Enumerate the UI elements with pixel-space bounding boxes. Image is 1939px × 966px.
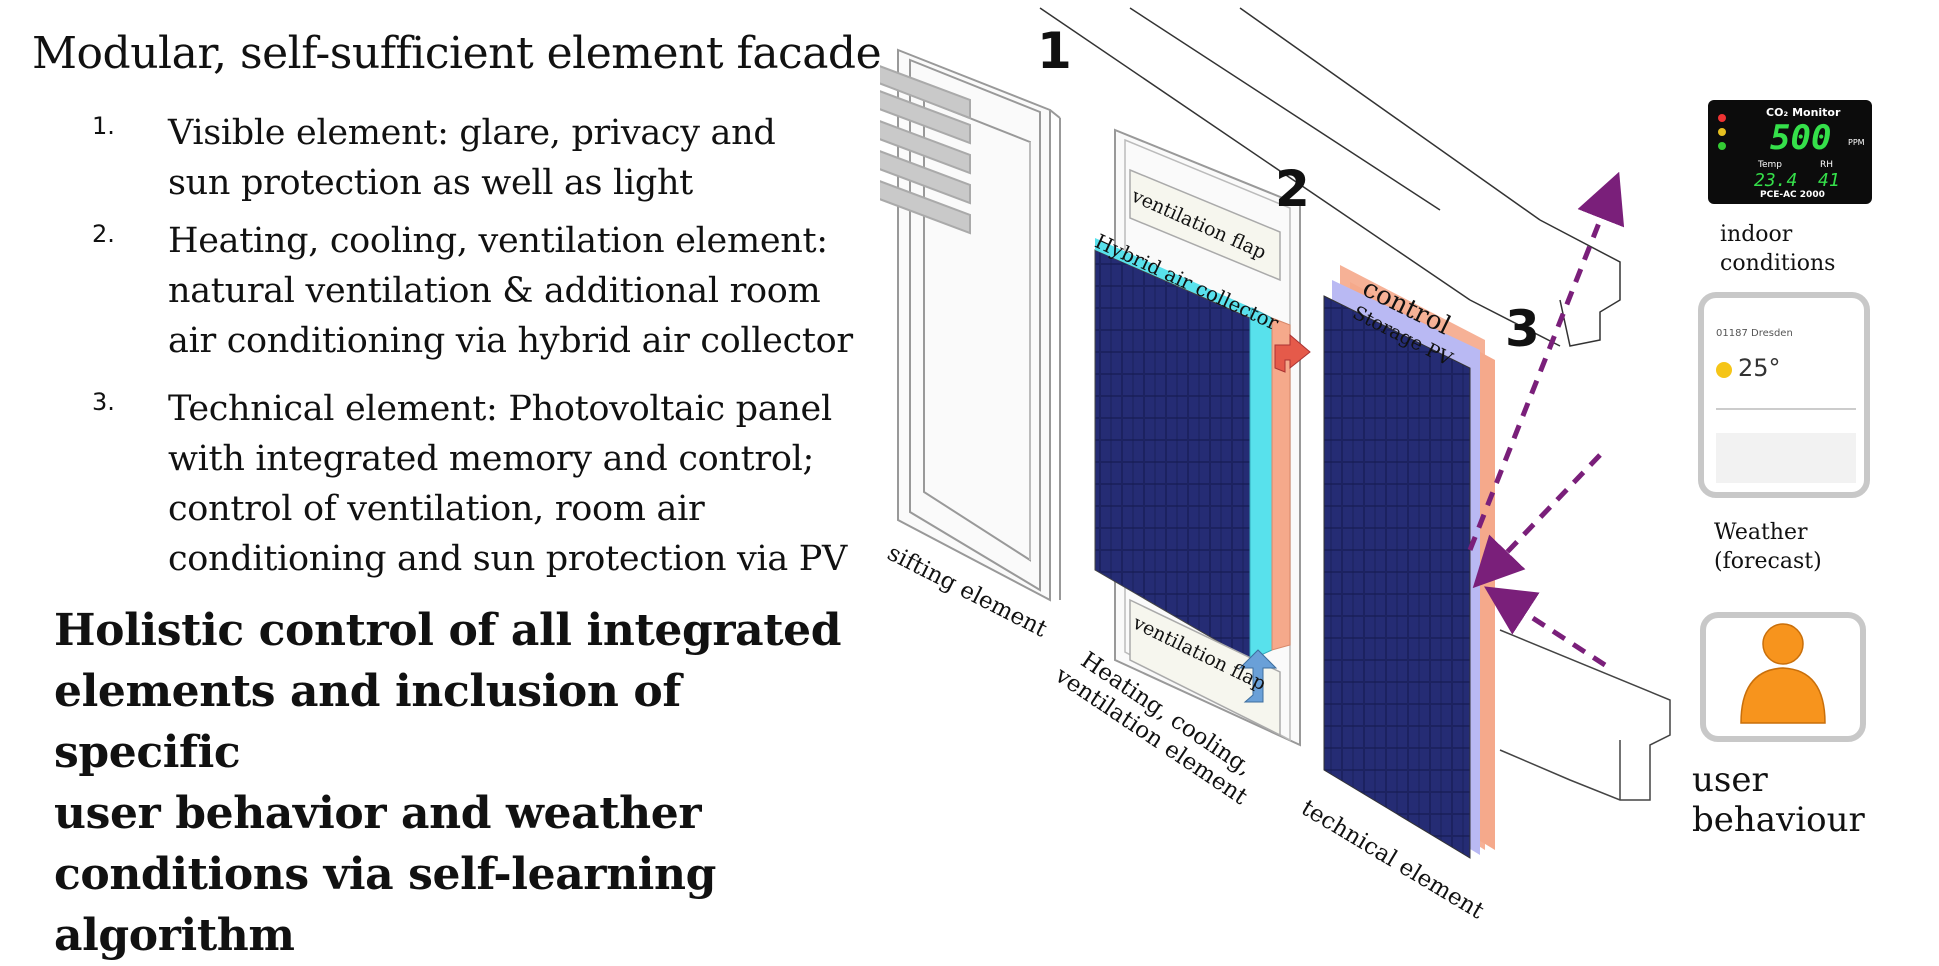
element-number-1: 1: [1037, 22, 1072, 80]
heating-element: [1094, 128, 1311, 747]
facade-illustration: [849, 7, 1671, 859]
arrow-user: [1484, 586, 1607, 668]
page-title: Modular, self-sufficient element facade: [32, 28, 882, 79]
facade-diagram: 1 2 3 sifting element Heating, cooling, …: [849, 0, 1939, 943]
status-led-icon: [1718, 114, 1726, 122]
user-label: user behaviour: [1692, 760, 1865, 840]
status-led-icon: [1718, 128, 1726, 136]
status-led-icon: [1718, 142, 1726, 150]
item-text: Technical element: Photovoltaic panel wi…: [168, 389, 848, 579]
summary-text: Holistic control of all integrated eleme…: [54, 605, 842, 961]
item-number: 1.: [92, 112, 115, 140]
rh-value: 41: [1818, 170, 1840, 191]
co2-monitor: CO₂ Monitor 500 PPM Temp RH 23.4 41 PCE-…: [1708, 100, 1872, 204]
arrow-indoor: [1467, 171, 1625, 551]
temp-value: 23.4: [1754, 170, 1798, 191]
item-text: Heating, cooling, ventilation element: n…: [168, 221, 853, 361]
co2-value: 500: [1770, 118, 1832, 158]
element-number-2: 2: [1275, 160, 1310, 218]
sun-icon: [1716, 362, 1732, 378]
lower-beam: [1499, 629, 1671, 801]
item-number: 3.: [92, 388, 115, 416]
item-number: 2.: [92, 220, 115, 248]
element-number-3: 3: [1505, 300, 1540, 358]
weather-city: 01187 Dresden: [1716, 328, 1793, 339]
weather-card: 01187 Dresden 25°: [1698, 292, 1870, 498]
indoor-label: indoor conditions: [1720, 222, 1836, 276]
user-card: [1700, 612, 1866, 742]
person-icon: [1740, 623, 1826, 724]
forecast-divider: [1716, 408, 1856, 410]
weather-temp: 25°: [1738, 354, 1781, 382]
input-arrows: [1467, 171, 1625, 668]
sifting-element: [849, 48, 1061, 602]
co2-title: CO₂ Monitor: [1766, 106, 1841, 119]
arrow-weather: [1472, 453, 1602, 589]
device-model: PCE-AC 2000: [1760, 190, 1825, 200]
technical-element: [1323, 265, 1495, 859]
rh-label: RH: [1820, 160, 1834, 170]
beam-lines: [1039, 7, 1621, 347]
co2-unit: PPM: [1848, 138, 1865, 147]
temp-label: Temp: [1758, 160, 1782, 170]
forecast-strip: [1716, 433, 1856, 483]
item-text: Visible element: glare, privacy and sun …: [168, 113, 776, 203]
weather-label: Weather (forecast): [1714, 520, 1822, 574]
